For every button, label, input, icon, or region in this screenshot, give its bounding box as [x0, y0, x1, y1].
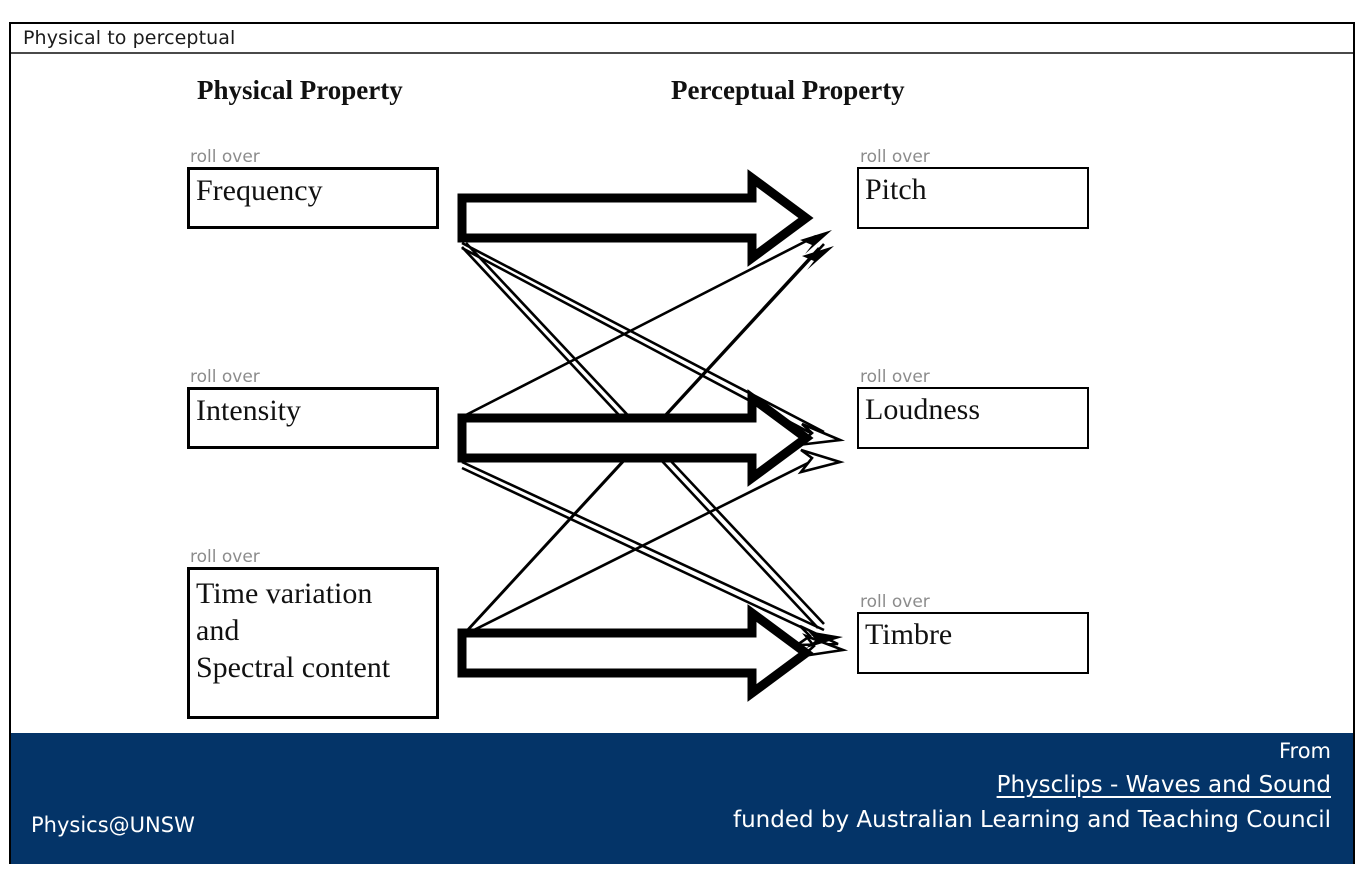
perceptual-property-timbre[interactable]: roll over Timbre: [857, 592, 1089, 674]
property-label[interactable]: Frequency: [187, 167, 439, 229]
physical-column-heading: Physical Property: [197, 75, 403, 105]
perceptual-property-loudness[interactable]: roll over Loudness: [857, 367, 1089, 449]
title-bar: Physical to perceptual: [11, 24, 1353, 54]
physical-property-intensity[interactable]: roll over Intensity: [187, 367, 439, 449]
rollover-hint: roll over: [860, 147, 930, 167]
page-title: Physical to perceptual: [23, 27, 236, 49]
physical-property-frequency[interactable]: roll over Frequency: [187, 147, 439, 229]
footer-physclips-link[interactable]: Physclips - Waves and Sound: [996, 772, 1331, 798]
footer-credit: Physics@UNSW: [31, 813, 195, 837]
property-label[interactable]: Timbre: [857, 612, 1089, 674]
perceptual-column-heading: Perceptual Property: [671, 75, 905, 105]
perceptual-property-pitch[interactable]: roll over Pitch: [857, 147, 1089, 229]
footer-from-label: From: [1278, 739, 1331, 763]
rollover-hint: roll over: [190, 547, 260, 567]
footer-banner: From Physclips - Waves and Sound funded …: [11, 733, 1353, 864]
property-label-line: and: [196, 614, 240, 647]
rollover-hint: roll over: [190, 147, 260, 167]
rollover-hint: roll over: [860, 367, 930, 387]
property-label[interactable]: Pitch: [857, 167, 1089, 229]
rollover-hint: roll over: [860, 592, 930, 612]
footer-funding-note: funded by Australian Learning and Teachi…: [733, 807, 1331, 833]
property-label[interactable]: Time variation and Spectral content: [187, 567, 439, 719]
footer-attribution: From Physclips - Waves and Sound funded …: [733, 735, 1331, 838]
rollover-hint: roll over: [190, 367, 260, 387]
property-label-line: Spectral content: [196, 651, 391, 684]
property-label-line: Time variation: [196, 577, 373, 610]
property-label[interactable]: Intensity: [187, 387, 439, 449]
property-label[interactable]: Loudness: [857, 387, 1089, 449]
physical-property-time-variation-spectral-content[interactable]: roll over Time variation and Spectral co…: [187, 547, 439, 719]
